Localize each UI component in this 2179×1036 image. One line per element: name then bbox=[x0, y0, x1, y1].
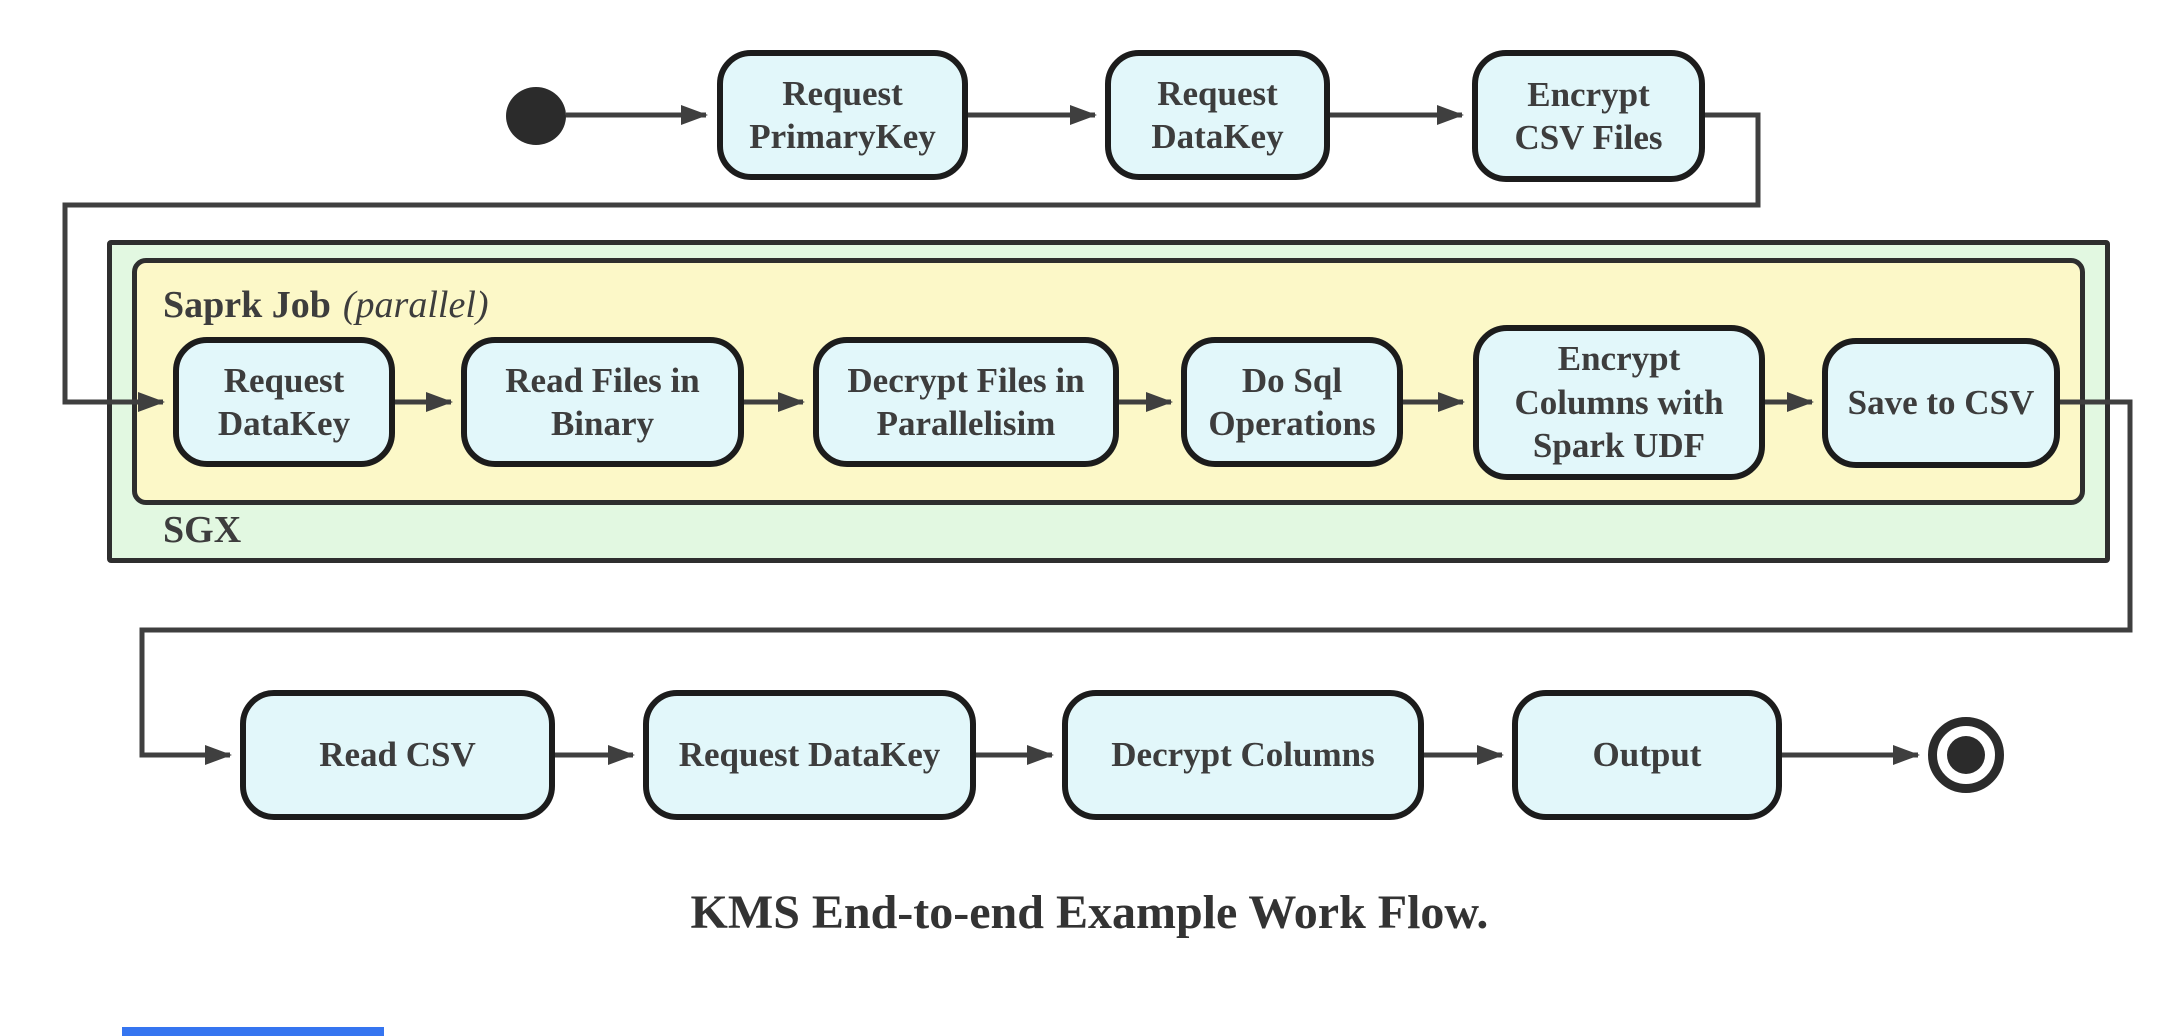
node-request-primarykey: Request PrimaryKey bbox=[717, 50, 968, 180]
node-output: Output bbox=[1512, 690, 1782, 820]
node-decrypt-files-in-parallelisim: Decrypt Files in Parallelisim bbox=[813, 337, 1119, 467]
spark-job-parallel-annotation: (parallel) bbox=[342, 284, 489, 326]
spark-job-label-text: Saprk Job bbox=[163, 284, 331, 326]
node-save-to-csv: Save to CSV bbox=[1822, 338, 2060, 468]
node-do-sql-operations: Do Sql Operations bbox=[1181, 337, 1403, 467]
node-decrypt-columns: Decrypt Columns bbox=[1062, 690, 1424, 820]
start-node bbox=[506, 87, 566, 145]
node-request-datakey-sgx: Request DataKey bbox=[173, 337, 395, 467]
diagram-caption: KMS End-to-end Example Work Flow. bbox=[690, 886, 1489, 939]
spark-job-label: Saprk Job (parallel) bbox=[163, 283, 489, 327]
end-node bbox=[1928, 717, 2004, 793]
end-node-inner-dot bbox=[1947, 736, 1985, 774]
sgx-label: SGX bbox=[163, 509, 242, 551]
artifact-blue-bar bbox=[122, 1027, 384, 1036]
node-request-datakey-top: Request DataKey bbox=[1105, 50, 1330, 180]
node-request-datakey-bottom: Request DataKey bbox=[643, 690, 976, 820]
node-encrypt-csv-files: Encrypt CSV Files bbox=[1472, 50, 1705, 182]
node-read-csv: Read CSV bbox=[240, 690, 555, 820]
node-encrypt-columns-with-spark-udf: Encrypt Columns with Spark UDF bbox=[1473, 325, 1765, 480]
node-read-files-in-binary: Read Files in Binary bbox=[461, 337, 744, 467]
